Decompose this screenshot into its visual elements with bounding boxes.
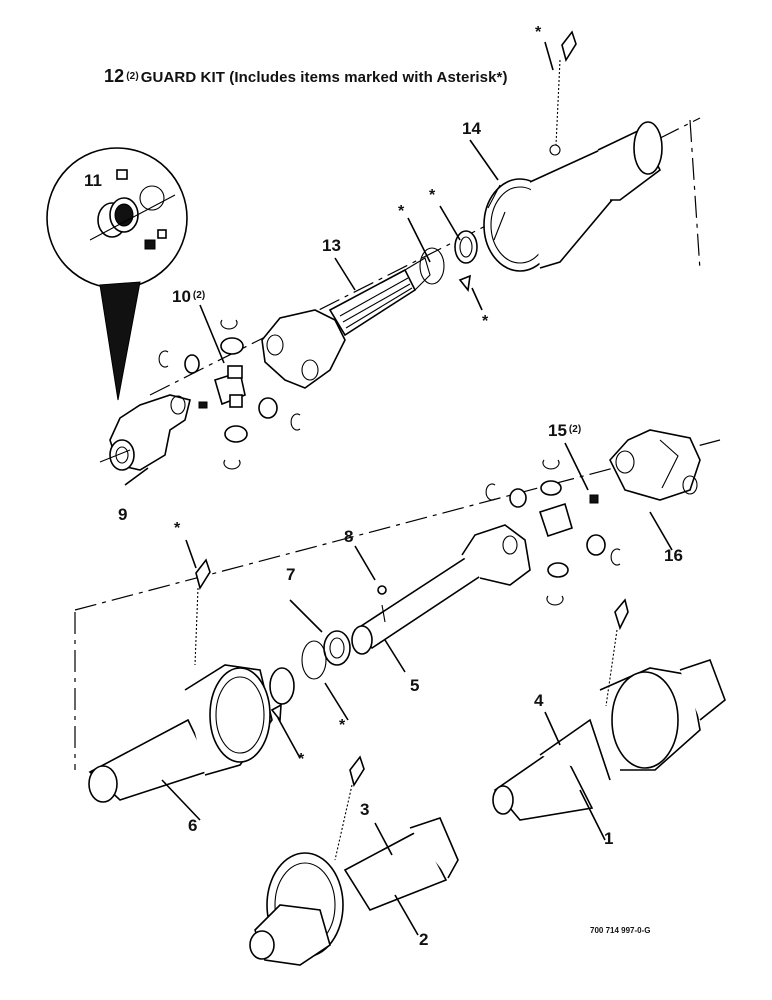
guard-cone-item-14 xyxy=(483,121,663,272)
callout-10: 10(2) xyxy=(172,287,205,307)
callout-10-qty: (2) xyxy=(192,290,206,301)
callout-1: 1 xyxy=(604,829,614,848)
safety-chain-right xyxy=(605,598,629,707)
callout-15-qty: (2) xyxy=(568,424,582,435)
asterisk-snap-ring-7: * xyxy=(339,717,346,734)
yoke-item-9 xyxy=(99,394,191,471)
bearing-rings-13-14 xyxy=(419,230,478,292)
guard-assembly-item-2 xyxy=(249,817,459,966)
callout-15-number: 15 xyxy=(548,421,567,440)
asterisk-chain-top: * xyxy=(535,24,542,41)
assembly-boundary-right xyxy=(689,119,701,271)
title-item-number: 12 xyxy=(104,66,125,86)
callout-11: 11 xyxy=(84,171,102,190)
callout-8: 8 xyxy=(344,527,354,546)
figure-code: 700 714 997-0-G xyxy=(590,926,651,935)
callout-2: 2 xyxy=(419,930,429,949)
cross-kit-item-10 xyxy=(158,319,301,470)
callout-16: 16 xyxy=(664,546,683,565)
cross-kit-item-15 xyxy=(485,459,621,606)
leader-lines xyxy=(124,41,673,936)
guard-kit-title: 12(2)GUARD KIT (Includes items marked wi… xyxy=(104,66,508,87)
asterisk-fitting-13: * xyxy=(482,313,489,330)
callout-4: 4 xyxy=(534,691,544,710)
inner-tube-item-5 xyxy=(351,524,531,655)
callout-6: 6 xyxy=(188,816,198,835)
splined-yoke-item-13 xyxy=(261,257,431,389)
callout-9: 9 xyxy=(118,505,128,524)
callout-7: 7 xyxy=(286,565,296,584)
callout-5: 5 xyxy=(410,676,420,695)
safety-chain-top xyxy=(549,30,577,156)
callout-13: 13 xyxy=(322,236,341,255)
asterisk-snap-ring-13: * xyxy=(398,203,405,220)
title-quantity: (2) xyxy=(126,71,139,82)
callout-14: 14 xyxy=(462,119,481,138)
callout-10-number: 10 xyxy=(172,287,191,306)
yoke-item-16 xyxy=(609,429,701,501)
assembly-boundary-lower xyxy=(74,439,721,611)
asterisk-bearing-14: * xyxy=(429,187,436,204)
outer-tube-item-1 xyxy=(492,658,726,821)
safety-chain-bottom xyxy=(334,755,365,861)
asterisk-fitting-6: * xyxy=(298,751,305,768)
callout-3: 3 xyxy=(360,800,370,819)
safety-chain-left xyxy=(194,558,211,666)
guard-cone-item-6 xyxy=(88,664,273,803)
detail-bubble-11 xyxy=(46,147,188,401)
bearing-ring-item-7 xyxy=(269,630,351,723)
title-text: GUARD KIT (Includes items marked with As… xyxy=(140,69,508,86)
asterisk-chain-left: * xyxy=(174,520,181,537)
callout-15: 15(2) xyxy=(548,421,581,441)
